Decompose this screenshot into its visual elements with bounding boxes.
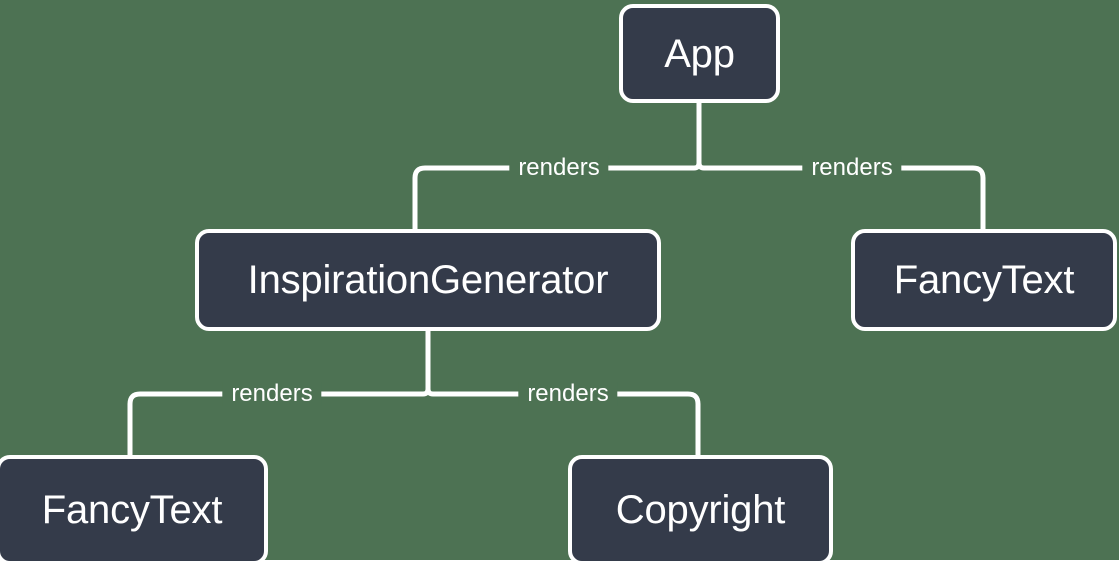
node-fancytext-right[interactable]: FancyText (851, 229, 1117, 331)
node-fancytext-right-label: FancyText (893, 258, 1075, 302)
node-copyright-label: Copyright (615, 488, 786, 532)
node-app[interactable]: App (619, 4, 780, 103)
edge-label-inspiration-fancytext: renders (222, 382, 322, 406)
edge-label-app-fancytext: renders (802, 156, 902, 180)
node-app-label: App (664, 31, 735, 76)
node-inspirationgenerator-label: InspirationGenerator (247, 258, 609, 302)
edge-label-app-inspiration: renders (509, 156, 609, 180)
node-inspirationgenerator[interactable]: InspirationGenerator (195, 229, 661, 331)
node-fancytext-bottom-label: FancyText (41, 488, 223, 532)
node-copyright[interactable]: Copyright (568, 455, 833, 565)
node-fancytext-bottom[interactable]: FancyText (0, 455, 268, 565)
edge-label-inspiration-copyright: renders (518, 382, 618, 406)
